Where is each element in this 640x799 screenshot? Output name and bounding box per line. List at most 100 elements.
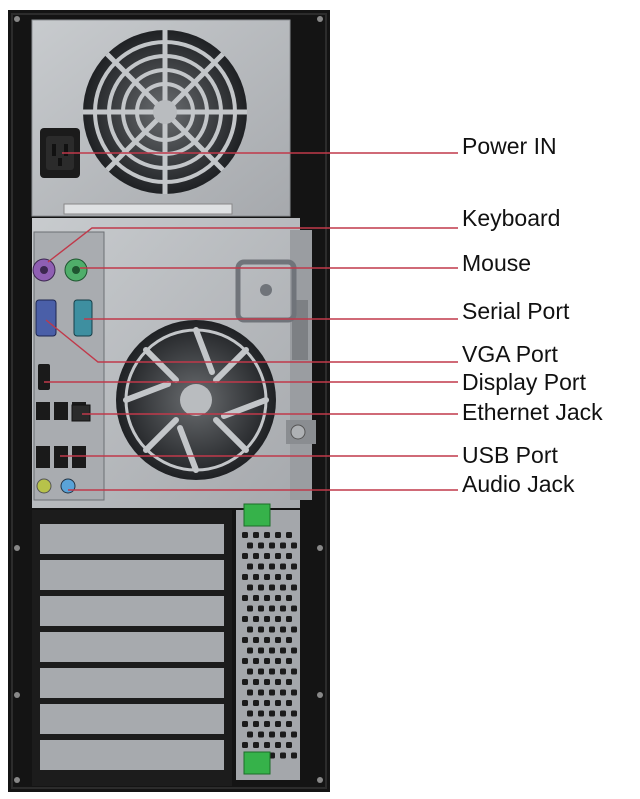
- expansion-slots: [32, 510, 232, 786]
- vent-hole: [264, 658, 270, 664]
- vent-hole: [242, 532, 248, 538]
- vent-hole: [286, 742, 292, 748]
- usb-ports-lower: [36, 446, 86, 468]
- vent-hole: [269, 668, 275, 675]
- vent-hole: [242, 679, 248, 685]
- vent-hole: [258, 605, 264, 612]
- vent-hole: [242, 742, 248, 748]
- vent-hole: [247, 605, 253, 612]
- lock-bracket: [235, 259, 297, 323]
- vent-hole: [242, 658, 248, 664]
- case-fan: [116, 320, 276, 480]
- vent-hole: [258, 710, 264, 717]
- vent-hole: [280, 584, 286, 591]
- vent-hole: [286, 616, 292, 622]
- ps2-keyboard-port: [32, 258, 56, 282]
- display-port: [38, 364, 50, 390]
- vent-hole: [253, 574, 259, 580]
- vent-hole: [280, 647, 286, 654]
- vent-hole: [258, 563, 264, 570]
- vent-hole: [242, 637, 248, 643]
- vent-hole: [242, 553, 248, 559]
- vent-hole: [291, 563, 297, 570]
- ps2-mouse-port: [64, 258, 88, 282]
- vent-hole: [264, 637, 270, 643]
- vent-hole: [253, 616, 259, 622]
- vent-hole: [286, 532, 292, 538]
- vent-hole: [253, 658, 259, 664]
- vent-hole: [264, 595, 270, 601]
- vent-hole: [247, 563, 253, 570]
- green-clip-top: [243, 503, 271, 527]
- vent-hole: [275, 742, 281, 748]
- vent-hole: [258, 689, 264, 696]
- vent-hole: [286, 721, 292, 727]
- leader-lines: [44, 152, 458, 491]
- vent-hole: [258, 584, 264, 591]
- vent-hole: [280, 542, 286, 549]
- vent-hole: [286, 574, 292, 580]
- vent-hole: [269, 710, 275, 717]
- vent-hole: [242, 700, 248, 706]
- vent-hole: [291, 668, 297, 675]
- vent-hole: [264, 742, 270, 748]
- vent-hole: [275, 595, 281, 601]
- vent-hole: [253, 595, 259, 601]
- vent-hole: [291, 626, 297, 633]
- vent-hole: [269, 626, 275, 633]
- vent-hole: [269, 584, 275, 591]
- vent-hole: [291, 689, 297, 696]
- label-display-port: Display Port: [462, 369, 586, 395]
- vent-hole: [247, 731, 253, 738]
- vent-hole: [247, 542, 253, 549]
- vent-hole: [247, 584, 253, 591]
- vent-hole: [280, 563, 286, 570]
- vent-hole: [275, 637, 281, 643]
- psu-fan: [83, 30, 247, 194]
- vent-hole: [247, 668, 253, 675]
- vent-hole: [258, 647, 264, 654]
- label-vga-port: VGA Port: [462, 341, 558, 367]
- vent-hole: [242, 721, 248, 727]
- vent-hole: [258, 626, 264, 633]
- vent-hole: [291, 731, 297, 738]
- vent-hole: [247, 689, 253, 696]
- vent-hole: [291, 605, 297, 612]
- vent-hole: [269, 605, 275, 612]
- vent-hole: [253, 637, 259, 643]
- vent-hole: [291, 710, 297, 717]
- green-clip-bottom: [243, 751, 271, 775]
- label-serial-port: Serial Port: [462, 298, 570, 324]
- vent-hole: [269, 563, 275, 570]
- vent-hole: [264, 574, 270, 580]
- vent-hole: [291, 647, 297, 654]
- vent-hole: [258, 668, 264, 675]
- vent-hole: [286, 700, 292, 706]
- vent-hole: [269, 731, 275, 738]
- vent-hole: [242, 574, 248, 580]
- vent-hole: [253, 700, 259, 706]
- vent-hole: [247, 710, 253, 717]
- vent-hole: [269, 542, 275, 549]
- vga-port: [35, 299, 57, 337]
- vent-hole: [258, 542, 264, 549]
- leader-line-vga-port: [45, 319, 458, 363]
- vent-hole: [280, 731, 286, 738]
- vent-hole: [269, 647, 275, 654]
- vent-hole: [286, 553, 292, 559]
- vent-hole: [286, 637, 292, 643]
- vent-hole: [253, 721, 259, 727]
- vent-hole: [280, 689, 286, 696]
- vent-hole: [269, 689, 275, 696]
- vent-hole: [264, 532, 270, 538]
- vent-hole: [280, 626, 286, 633]
- label-power-in: Power IN: [462, 133, 557, 159]
- vent-hole: [286, 658, 292, 664]
- vent-hole: [275, 616, 281, 622]
- label-ethernet-jack: Ethernet Jack: [462, 399, 603, 425]
- vent-hole: [280, 605, 286, 612]
- vent-hole: [264, 679, 270, 685]
- vent-hole: [253, 553, 259, 559]
- vent-hole: [291, 752, 297, 759]
